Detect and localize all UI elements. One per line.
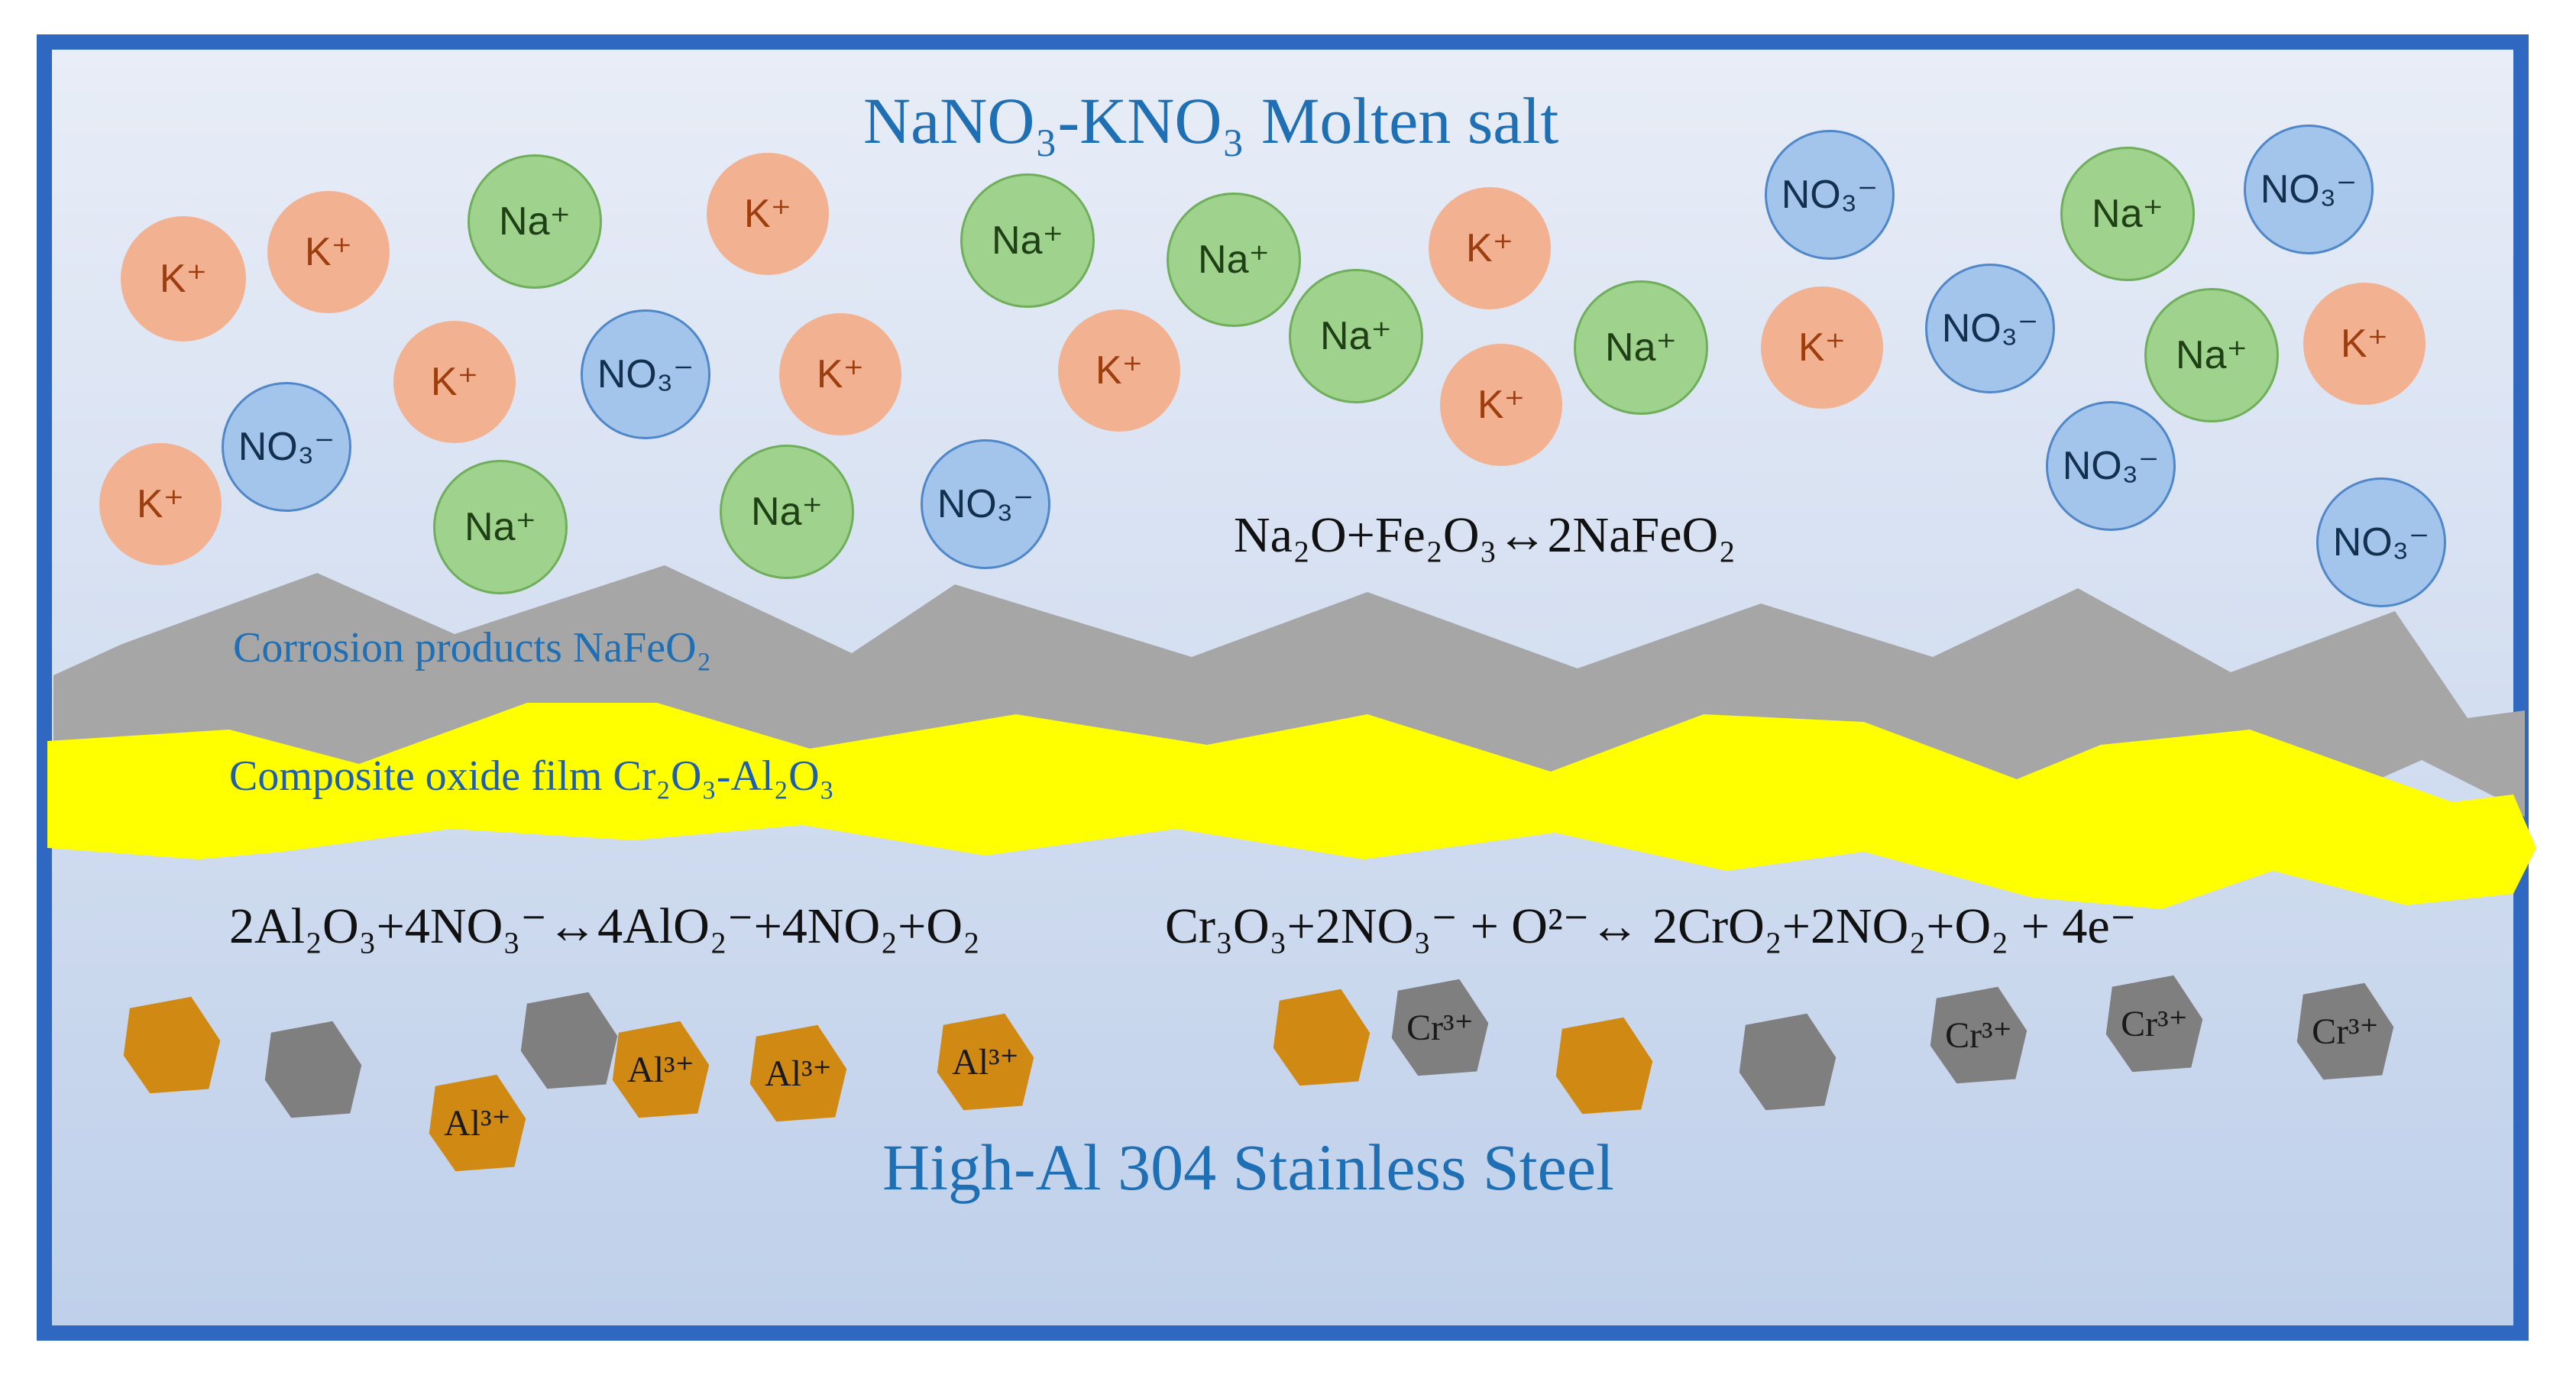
k-ion: K⁺ (1761, 286, 1883, 409)
k-ion: K⁺ (121, 216, 246, 341)
cr3-ion-label: Cr³⁺ (2312, 1011, 2379, 1052)
na-ion: Na⁺ (1289, 269, 1423, 403)
k-ion: K⁺ (2303, 283, 2426, 405)
aluminum-fragment (429, 1074, 526, 1172)
no3-ion: NO₃⁻ (2316, 477, 2446, 607)
no3-ion: NO₃⁻ (2046, 401, 2176, 531)
k-ion: K⁺ (393, 321, 516, 443)
no3-ion: NO₃⁻ (581, 309, 710, 439)
k-ion: K⁺ (779, 313, 901, 435)
na-ion: Na⁺ (1574, 280, 1708, 415)
cr3-ion-label: Cr³⁺ (1406, 1008, 1474, 1048)
na-ion: Na⁺ (1167, 193, 1301, 327)
no3-ion: NO₃⁻ (1925, 264, 2055, 393)
k-ion: K⁺ (1058, 309, 1180, 432)
na-ion: Na⁺ (2060, 147, 2195, 281)
chromium-fragment (1930, 986, 2027, 1084)
k-ion: K⁺ (99, 443, 222, 565)
k-ion: K⁺ (267, 191, 390, 313)
aluminum-fragment (1555, 1017, 1653, 1115)
aluminum-fragment (749, 1024, 847, 1122)
cr3-ion-label: Cr³⁺ (1945, 1015, 2012, 1056)
k-ion: K⁺ (707, 153, 829, 275)
chromium-fragment (520, 992, 618, 1089)
chromium-fragment (2296, 982, 2394, 1080)
aluminum-fragment (123, 996, 221, 1094)
na-ion: Na⁺ (720, 445, 854, 579)
no3-ion: NO₃⁻ (1765, 130, 1895, 260)
al3-ion-label: Al³⁺ (444, 1103, 511, 1144)
no3-ion: NO₃⁻ (2244, 125, 2374, 254)
molten-salt-title: NaNO₃-KNO₃ Molten salt (863, 84, 1559, 157)
na-ion: Na⁺ (468, 154, 602, 289)
aluminum-fragment (612, 1021, 710, 1118)
oxide-film-label: Composite oxide film Cr₂O₃-Al₂O₃ (229, 752, 835, 800)
iron-reaction-equation: Na₂O+Fe₂O₃↔2NaFeO₂ (1234, 507, 1736, 563)
composite-oxide-film-layer (47, 703, 2536, 909)
chromium-fragment (264, 1021, 362, 1118)
k-ion: K⁺ (1440, 344, 1562, 466)
na-ion: Na⁺ (2144, 288, 2279, 422)
corrosion-products-label: Corrosion products NaFeO₂ (233, 624, 712, 671)
cr3-ion-label: Cr³⁺ (2121, 1004, 2188, 1044)
aluminum-fragment (937, 1013, 1034, 1111)
al3-ion-label: Al³⁺ (952, 1042, 1019, 1082)
stainless-steel-title: High-Al 304 Stainless Steel (882, 1131, 1614, 1204)
al3-ion-label: Al³⁺ (627, 1050, 694, 1090)
al3-ion-label: Al³⁺ (765, 1053, 832, 1094)
no3-ion: NO₃⁻ (222, 382, 351, 512)
chromium-fragment (2105, 975, 2203, 1073)
k-ion: K⁺ (1429, 187, 1551, 309)
no3-ion: NO₃⁻ (921, 439, 1050, 569)
na-ion: Na⁺ (433, 460, 568, 594)
chromium-fragment (1391, 979, 1489, 1076)
metal-fragments (123, 975, 2394, 1172)
aluminum-fragment (1273, 989, 1371, 1086)
aluminum-reaction-equation: 2Al₂O₃+4NO₃⁻↔4AlO₂⁻+4NO₂+O₂ (229, 898, 981, 954)
na-ion: Na⁺ (960, 173, 1095, 308)
chromium-fragment (1739, 1013, 1837, 1111)
chromium-reaction-equation: Cr₃O₃+2NO₃⁻ + O²⁻↔ 2CrO₂+2NO₂+O₂ + 4e⁻ (1165, 898, 2137, 954)
